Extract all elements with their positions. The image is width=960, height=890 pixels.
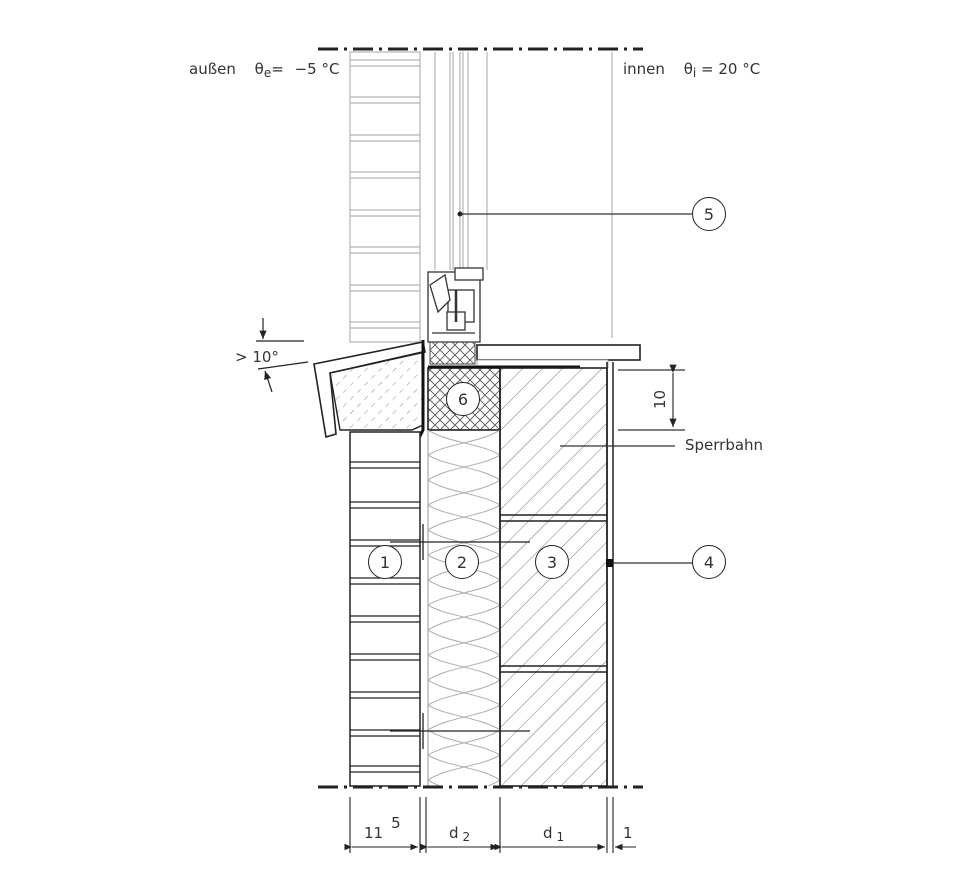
dim-masonry-main: d <box>543 824 553 842</box>
inside-theta: θ <box>683 60 693 78</box>
dim-brick: 11 5 <box>364 816 401 842</box>
dim-masonry-sub: 1 <box>556 830 565 844</box>
dim-insulation-main: d <box>449 824 459 842</box>
dim-plaster: 1 <box>623 824 633 842</box>
outside-label: außen <box>189 60 236 78</box>
interior-sill <box>476 344 641 361</box>
inside-subscript: i <box>692 66 697 80</box>
callout-6: 6 <box>446 382 480 416</box>
height-dimension-label: 10 <box>651 389 670 410</box>
membrane-label: Sperrbahn <box>685 436 764 454</box>
outside-temp-label: außen θe= −5 °C <box>189 60 340 80</box>
outside-subscript: e <box>263 66 272 80</box>
slope-label: > 10° <box>235 348 279 366</box>
callout-2: 2 <box>445 545 479 579</box>
callout-3: 3 <box>535 545 569 579</box>
outside-equals: = <box>271 60 284 78</box>
inside-value: 20 °C <box>718 60 761 78</box>
outside-theta: θ <box>254 60 264 78</box>
outside-value: −5 °C <box>294 60 340 78</box>
dim-insulation-sub: 2 <box>462 830 471 844</box>
inside-label: innen <box>623 60 665 78</box>
callout-4: 4 <box>692 545 726 579</box>
dim-brick-sup: 5 <box>391 814 401 832</box>
dim-brick-main: 11 <box>364 824 384 842</box>
callout-5: 5 <box>692 197 726 231</box>
inside-equals: = <box>701 60 714 78</box>
inside-temp-label: innen θi = 20 °C <box>623 60 761 80</box>
callout-1: 1 <box>368 545 402 579</box>
